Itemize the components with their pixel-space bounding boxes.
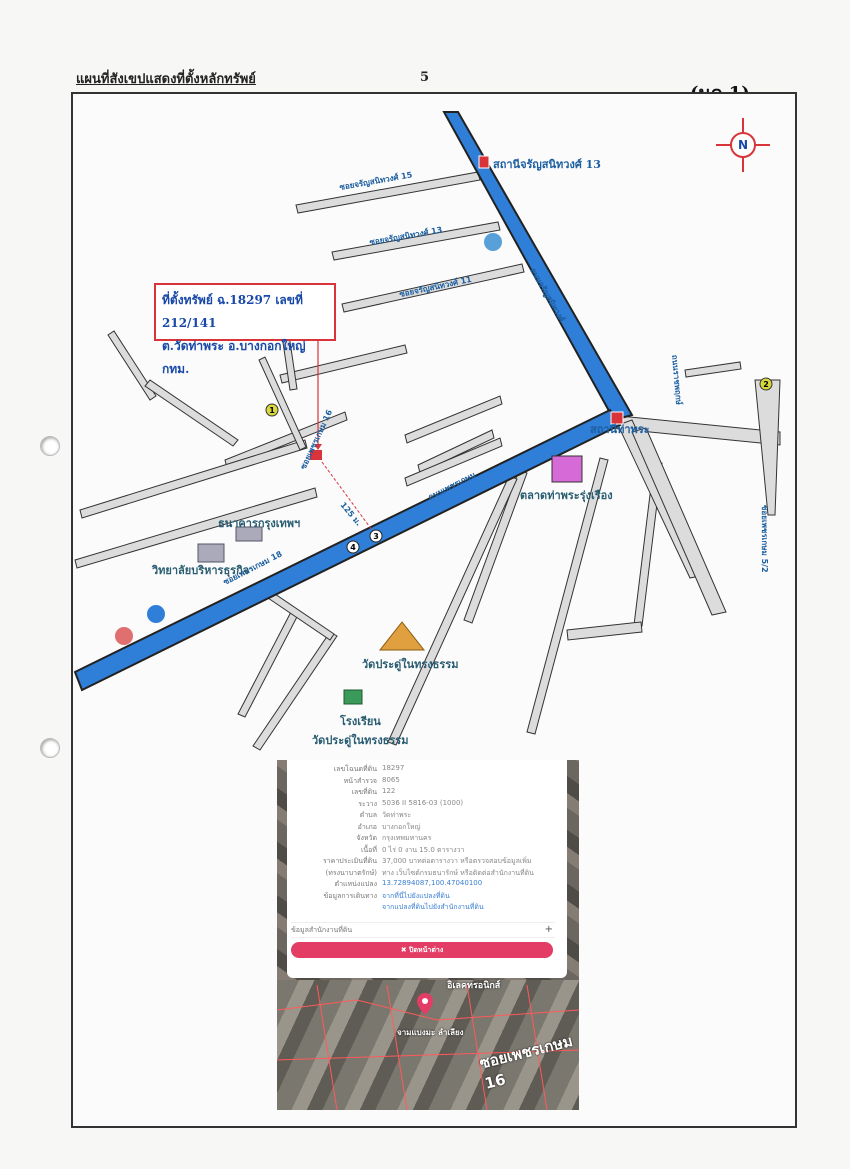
- punch-hole: [40, 436, 60, 456]
- distance-line: [321, 461, 373, 531]
- poi-school-2: วัดประดู่ในทรงธรรม: [312, 734, 409, 747]
- info-value[interactable]: จากที่นี่ไปยังแปลงที่ดิน: [382, 891, 450, 900]
- info-value: 0 ไร่ 0 งาน 15.0 ตารางวา: [382, 845, 465, 854]
- poi-station-tha-phra: สถานีท่าพระ: [590, 423, 650, 436]
- land-info-card: เลขโฉนดที่ดิน 18297 หน้าสำรวจ 8065 เลขที่ดิน…: [287, 760, 567, 978]
- info-value: 18297: [382, 764, 405, 772]
- info-key: อำเภอ: [357, 822, 377, 831]
- minor-roads: [74, 171, 781, 751]
- poi-temple: วัดประดู่ในทรงธรรม: [362, 658, 459, 671]
- info-key: หน้าสำรวจ: [343, 776, 377, 785]
- info-row: จากแปลงที่ดินไปยังสำนักงานที่ดิน: [287, 902, 567, 912]
- shield-icon: [484, 233, 502, 251]
- info-key: (ทรงนาบาตรักษ์): [325, 868, 377, 877]
- road-label-soi-phetkasem-5-2: ซอยเพชรเกษม 5/2: [760, 505, 769, 573]
- poi-college: วิทยาลัยบริหารธุรกิจ: [152, 564, 250, 577]
- svg-text:2: 2: [763, 380, 769, 389]
- info-row: ข้อมูลการเดินทาง จากที่นี่ไปยังแปลงที่ดิน: [287, 891, 567, 901]
- poi-station-charan: สถานีจรัญสนิทวงศ์ 13: [493, 158, 601, 171]
- callout-line-2: ต.วัดท่าพระ อ.บางกอกใหญ่ กทม.: [162, 339, 306, 376]
- info-key: เลขที่ดิน: [351, 788, 377, 796]
- info-row: (ทรงนาบาตรักษ์) ทาง เว็บไซต์กรมธนารักษ์ ห…: [287, 868, 567, 878]
- info-key: ราคาประเมินที่ดิน: [322, 857, 377, 865]
- info-key: เลขโฉนดที่ดิน: [333, 765, 377, 773]
- plus-icon[interactable]: +: [544, 924, 553, 935]
- punch-hole: [40, 738, 60, 758]
- svg-text:N: N: [738, 138, 748, 152]
- marker-3: [346, 540, 360, 554]
- info-key: เนื้อที่: [361, 845, 377, 854]
- bank-icon: [235, 526, 263, 542]
- svg-text:4: 4: [350, 543, 356, 552]
- property-callout: ที่ตั้งทรัพย์ ฉ.18297 เลขที่ 212/141 ต.ว…: [154, 283, 336, 376]
- info-value: วัดท่าพระ: [382, 811, 412, 819]
- svg-text:3: 3: [373, 532, 379, 541]
- distance-label: 125 ม.: [338, 501, 363, 528]
- info-row: เนื้อที่ 0 ไร่ 0 งาน 15.0 ตารางวา: [287, 845, 567, 855]
- info-key: ระวาง: [358, 799, 377, 808]
- inset-place-label: จามแบงมะ ลำเลียง: [397, 1028, 464, 1037]
- road-label-soi-phetkasem-16: ซอยเพชรเกษม 16: [299, 408, 335, 471]
- bank-logo-icon: [115, 627, 133, 645]
- info-value: ทาง เว็บไซต์กรมธนารักษ์ หรือติดต่อสำนักง…: [382, 868, 534, 877]
- callout-line-1: ที่ตั้งทรัพย์ ฉ.18297 เลขที่ 212/141: [162, 293, 303, 330]
- marker-4: [369, 529, 383, 543]
- property-marker: [310, 450, 322, 460]
- poi-bank: ธนาคารกรุงเทพฯ: [218, 517, 301, 530]
- page-title: แผนที่สังเขปแสดงที่ตั้งหลักทรัพย์: [76, 72, 256, 87]
- inset-street-label-2: อิเลคทรอนิกส์: [447, 981, 501, 991]
- marker-1: [265, 403, 279, 417]
- info-key: ตำแหน่งแปลง: [334, 880, 377, 888]
- station-icon: [478, 155, 490, 169]
- info-value: 13.72894087,100.47040100: [382, 879, 483, 887]
- info-row: ตำแหน่งแปลง 13.72894087,100.47040100: [287, 879, 567, 889]
- info-row: ตำบล วัดท่าพระ: [287, 810, 567, 820]
- svg-text:1: 1: [269, 406, 275, 415]
- info-row: เลขโฉนดที่ดิน 18297: [287, 764, 567, 774]
- info-row: ราคาประเมินที่ดิน 37,000 บาทต่อตารางวา หร…: [287, 856, 567, 866]
- info-value: บางกอกใหญ่: [382, 822, 421, 831]
- info-value: กรุงเทพมหานคร: [382, 834, 432, 842]
- bank-logo-icon: [147, 605, 165, 623]
- info-key: ข้อมูลการเดินทาง: [323, 891, 377, 900]
- station-icon: [610, 411, 624, 425]
- road-label-soi-charan-11: ซอยจรัญสนิทวงศ์ 11: [398, 274, 473, 300]
- land-record-screenshot: อิเลคทรอนิกส์ จามแบงมะ ลำเลียง ซอยเพชรเก…: [277, 760, 579, 1110]
- temple-icon: [378, 621, 426, 651]
- land-office-toggle[interactable]: ข้อมูลสำนักงานที่ดิน +: [291, 922, 555, 938]
- info-key: ตำบล: [359, 811, 377, 819]
- close-window-button[interactable]: ✖ ปิดหน้าต่าง: [291, 942, 553, 958]
- info-value: 8065: [382, 775, 400, 784]
- info-value: 5036 II 5816-03 (1000): [382, 798, 464, 807]
- college-icon: [197, 543, 225, 563]
- market-icon: [551, 455, 583, 483]
- info-value: 37,000 บาทต่อตารางวา หรือตรวจสอบข้อมูลเพ…: [382, 857, 532, 865]
- school-icon: [343, 689, 363, 705]
- location-pin-icon: [417, 993, 433, 1015]
- info-key: จังหวัด: [356, 834, 377, 842]
- info-row: หน้าสำรวจ 8065: [287, 776, 567, 786]
- marker-2: [759, 377, 773, 391]
- page-number: 5: [420, 70, 430, 85]
- poi-school-1: โรงเรียน: [340, 715, 381, 728]
- info-value: 122: [382, 787, 396, 795]
- land-office-label: ข้อมูลสำนักงานที่ดิน: [291, 926, 353, 934]
- road-label-ratchaphruek: ถนนราชพฤกษ์: [670, 354, 684, 406]
- info-row: ระวาง 5036 II 5816-03 (1000): [287, 799, 567, 809]
- info-value[interactable]: จากแปลงที่ดินไปยังสำนักงานที่ดิน: [382, 903, 484, 911]
- compass-icon: N: [716, 118, 770, 172]
- info-row: เลขที่ดิน 122: [287, 787, 567, 797]
- info-row: จังหวัด กรุงเทพมหานคร: [287, 833, 567, 843]
- poi-market: ตลาดท่าพระรุ่งเรือง: [520, 489, 613, 502]
- info-row: อำเภอ บางกอกใหญ่: [287, 822, 567, 832]
